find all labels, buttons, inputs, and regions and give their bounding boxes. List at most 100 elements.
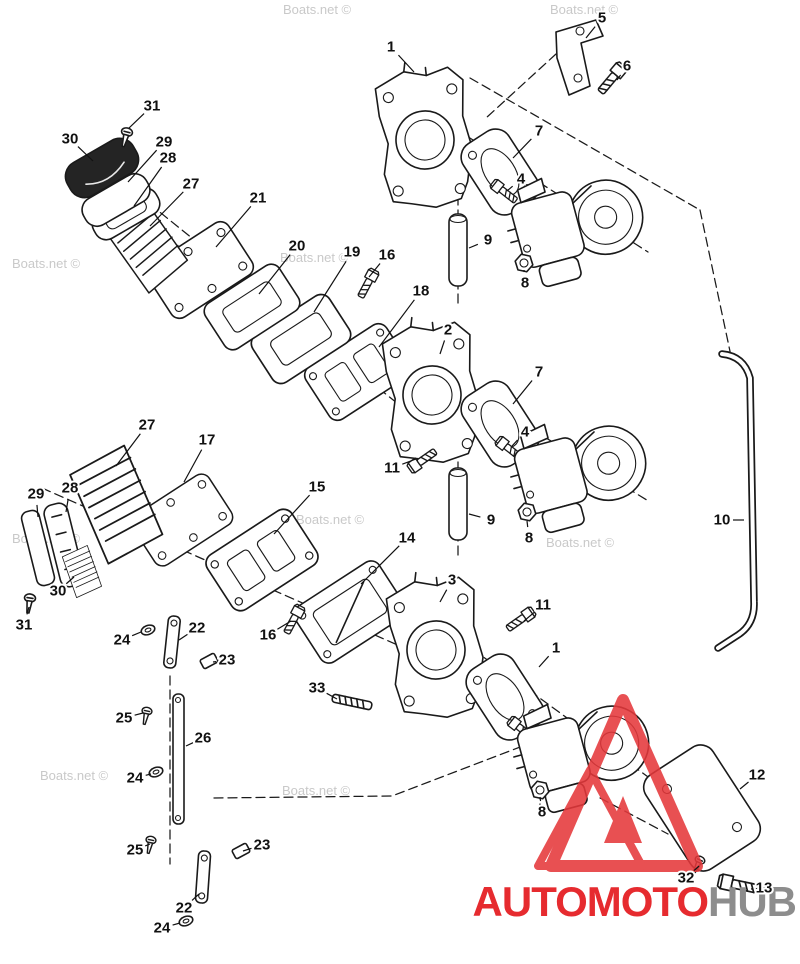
callout-leader [468,513,481,518]
callout-leader [512,380,533,405]
callout-leader [693,865,700,871]
callout-7: 7 [535,123,543,140]
callout-leader [326,692,338,700]
callout-20: 20 [289,238,306,255]
callout-leader [313,260,347,313]
screw-31-left [21,592,37,615]
callout-leader [77,146,94,162]
callout-leader [439,589,448,603]
callout-27: 27 [139,417,156,434]
callout-21: 21 [250,190,267,207]
lever-22-upper [163,615,181,669]
callout-17: 17 [199,432,216,449]
brand-triangle-logo [534,694,703,872]
callout-32: 32 [678,870,695,887]
callout-leader [127,149,158,183]
callout-26: 26 [195,730,212,747]
support-rod-10 [714,350,758,652]
callout-leader [273,494,311,535]
watermark-text: Boats.net © [12,256,81,271]
callout-4: 4 [517,171,526,188]
callout-leader [539,796,542,802]
callout-5: 5 [598,10,606,27]
callout-3: 3 [448,572,456,589]
assembly-bottom [331,565,662,820]
callout-leader [402,458,417,465]
callout-30: 30 [50,583,67,600]
exploded-parts-diagram [20,19,762,929]
callout-leader [511,439,518,447]
watermark-layer: Boats.net © Boats.net © Boats.net © Boats.n… [12,2,619,798]
callout-leader [368,263,381,278]
manifold-2 [379,310,486,469]
callout-9: 9 [487,512,495,529]
callout-leader [185,742,194,747]
callout-leader [506,185,514,192]
callout-leader [258,254,291,295]
callout-leader [65,576,75,585]
callout-leader [277,620,292,630]
tube-9-middle [448,467,468,541]
callout-11: 11 [384,460,400,477]
callout-leader [526,520,529,528]
callout-7: 7 [535,364,543,381]
callout-leader [36,504,39,518]
callout-leader [145,773,152,776]
linkage-group [138,615,251,929]
reed-stack-left [20,441,411,668]
callout-leader [144,843,151,847]
callout-8: 8 [521,275,529,292]
washer-24-a [139,622,157,638]
callout-leader [242,847,252,852]
callout-leader [134,712,144,716]
callout-14: 14 [399,530,416,547]
callout-2: 2 [444,322,452,339]
block-23-upper [199,652,219,670]
callout-13: 13 [756,880,773,897]
callout-leader [439,340,446,355]
callout-1: 1 [552,640,560,657]
bolt-11-bottom [503,605,538,635]
callout-leader [215,205,252,248]
watermark-text: Boats.net © [40,768,109,783]
callout-25: 25 [127,842,144,859]
brand-sub-text: HUB [708,878,796,925]
callout-leader [172,922,181,926]
watermark-text: Boats.net © [546,535,615,550]
tube-9-top [448,213,468,287]
callout-6: 6 [623,58,631,75]
callout-24: 24 [154,920,171,937]
bolt-16-top [354,266,381,301]
callout-1: 1 [387,39,395,56]
manifold-1 [372,55,479,214]
callout-leader [133,166,163,207]
callout-leader [115,433,141,467]
watermark-text: Boats.net © [296,512,365,527]
watermark-text: Boats.net © [282,783,351,798]
block-23-lower [231,842,251,860]
callout-leader [360,545,400,585]
callout-24: 24 [127,770,144,787]
callout-9: 9 [484,232,492,249]
callout-30: 30 [62,131,79,148]
callout-24: 24 [114,632,131,649]
callout-leader [538,655,550,668]
callout-19: 19 [344,244,361,261]
stud-33 [331,693,373,711]
screw-25-upper [138,705,154,726]
watermark-text: Boats.net © [283,2,352,17]
callout-12: 12 [749,767,766,784]
brand-wordmark: AUTOMOTOHUB [473,878,796,925]
callout-28: 28 [160,150,177,167]
watermark-text: Boats.net © [550,2,619,17]
callout-leader [616,74,622,81]
callout-leader [65,498,69,513]
lever-22-lower [194,850,212,904]
callout-23: 23 [254,837,271,854]
callout-33: 33 [309,680,326,697]
callout-leader [739,781,749,790]
callout-leader [468,243,479,249]
callout-leader [149,191,184,227]
